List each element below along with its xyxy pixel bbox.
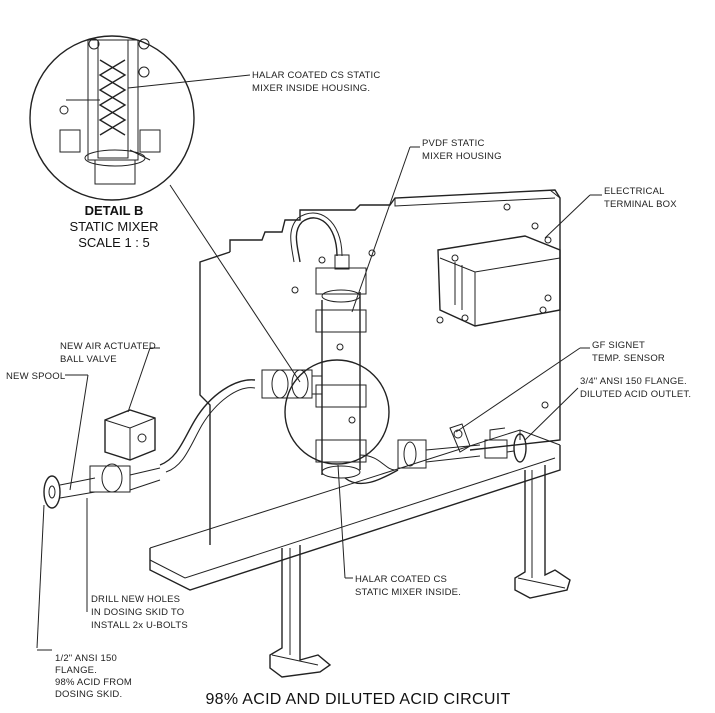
- callout-pvdf-2: MIXER HOUSING: [422, 151, 502, 162]
- detail-b-circle: [29, 35, 195, 201]
- callout-electrical-1: ELECTRICAL: [604, 186, 665, 197]
- top-hose: [295, 217, 338, 263]
- detail-bolt: [138, 38, 150, 50]
- callout-drill-3: INSTALL 2x U-BOLTS: [91, 620, 188, 631]
- detail-bolt: [138, 66, 150, 78]
- callout-inlet-2: FLANGE.: [55, 665, 97, 676]
- drip-tray: [149, 429, 561, 591]
- leader-lines: [36, 74, 602, 649]
- outlet-piping: [344, 423, 527, 485]
- diagram-caption: 98% ACID AND DILUTED ACID CIRCUIT: [205, 691, 510, 708]
- callout-halar-inside-2: STATIC MIXER INSIDE.: [355, 587, 461, 598]
- detail-subtitle: STATIC MIXER: [69, 219, 158, 234]
- mounting-panel: [199, 189, 561, 545]
- detail-bolt: [59, 105, 69, 115]
- temp-sensor: [449, 423, 471, 453]
- callout-gf-1: GF SIGNET: [592, 340, 645, 351]
- callout-inlet-1: 1/2" ANSI 150: [55, 653, 117, 664]
- callout-electrical-2: TERMINAL BOX: [604, 199, 677, 210]
- callout-halar-housing-1: HALAR COATED CS STATIC: [252, 70, 380, 81]
- detail-helix-2: [98, 59, 127, 136]
- callout-gf-2: TEMP. SENSOR: [592, 353, 665, 364]
- detail-bolt: [88, 38, 100, 50]
- callout-halar-housing-2: MIXER INSIDE HOUSING.: [252, 83, 370, 94]
- callout-inlet-3: 98% ACID FROM: [55, 677, 132, 688]
- callout-drill-1: DRILL NEW HOLES: [91, 594, 180, 605]
- detail-b-callout-circle: [284, 359, 390, 465]
- static-mixer-housing: [315, 254, 367, 479]
- detail-side-clamp: [139, 129, 161, 153]
- detail-b-view: [29, 35, 195, 201]
- callout-halar-inside-1: HALAR COATED CS: [355, 574, 447, 585]
- callout-outlet-1: 3/4" ANSI 150 FLANGE.: [580, 376, 687, 387]
- callout-pvdf-1: PVDF STATIC: [422, 138, 485, 149]
- callout-inlet-4: DOSING SKID.: [55, 689, 122, 700]
- callout-drill-2: IN DOSING SKID TO: [91, 607, 184, 618]
- callout-air-valve-2: BALL VALVE: [60, 354, 117, 365]
- stand-legs: [269, 465, 571, 678]
- callout-spool: NEW SPOOL: [6, 371, 65, 382]
- electrical-terminal-box: [437, 235, 561, 327]
- inlet-piping: [43, 369, 322, 509]
- detail-side-clamp: [59, 129, 81, 153]
- callout-air-valve-1: NEW AIR ACTUATED: [60, 341, 156, 352]
- detail-scale: SCALE 1 : 5: [78, 235, 150, 250]
- callout-outlet-2: DILUTED ACID OUTLET.: [580, 389, 691, 400]
- detail-bore: [97, 39, 129, 159]
- detail-flange-body: [94, 159, 136, 185]
- detail-title: DETAIL B: [85, 203, 144, 218]
